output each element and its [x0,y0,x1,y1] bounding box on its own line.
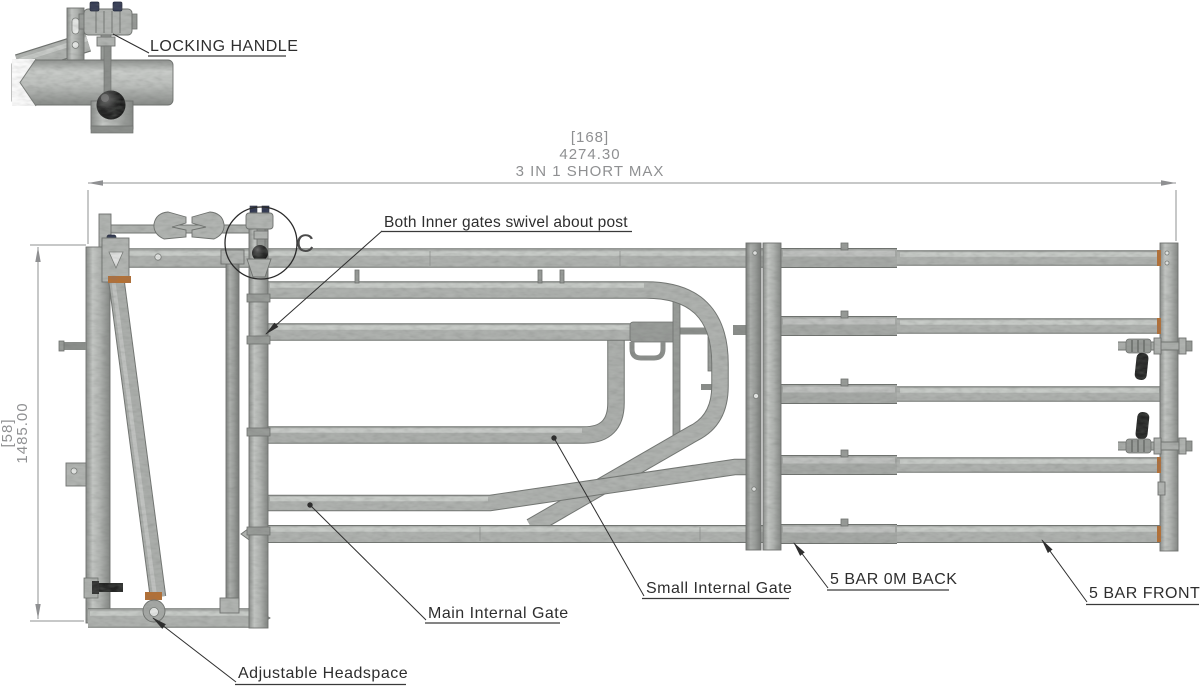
rail-pin [354,269,360,284]
inset-bolt [89,1,100,12]
rail-pin [537,269,543,284]
sleeve-tab [840,242,849,251]
latch-handle-black [1135,412,1150,440]
small-internal-gate [257,287,723,443]
right-post [1118,242,1192,552]
callout-swivel-note: Both Inner gates swivel about post [265,214,632,335]
clamp-bolt-black [97,583,123,592]
callouts: LOCKING HANDLE Both Inner gates swivel a… [112,33,1200,686]
inset-clamp-block [83,8,133,36]
sleeve-tab [840,378,849,387]
sleeve-tab [840,449,849,458]
headspace-brace [101,237,165,623]
five-bar-gate [733,242,1161,534]
locking-handle-inset [11,1,174,134]
rail-hole [154,253,162,261]
left-post [85,246,111,624]
dim-top-note: 3 IN 1 SHORT MAX [516,163,665,180]
detail-marker-letter: C [296,230,315,258]
dim-left-value: 1485.00 [14,402,31,463]
steel-assembly [58,205,1192,629]
sleeve-tab [840,518,849,527]
detail-circle-c: C [224,206,315,280]
callout-main-gate-text: Main Internal Gate [428,605,569,622]
double-post [745,242,782,551]
callout-swivel-text: Both Inner gates swivel about post [384,214,628,231]
inset-handle-ball [96,90,126,120]
middle-post-foot [219,597,240,614]
dim-left-reference: [58] [0,418,16,447]
callout-small-gate: Small Internal Gate [551,435,792,600]
latch-sleeve [629,321,679,343]
latch-upper [1118,337,1192,380]
latch-handle-black [1134,352,1149,380]
callout-five-bar-back: 5 BAR 0M BACK [793,542,957,591]
inset-cross-tube [11,59,174,106]
bottom-rail [240,526,1161,542]
dimension-left: 1485.00 [58] [0,244,86,622]
dim-top-reference: [168] [571,129,609,146]
callout-small-gate-text: Small Internal Gate [646,580,792,597]
callout-headspace-text: Adjustable Headspace [238,665,408,682]
latch-lower [1118,412,1192,455]
handle-ball [252,245,268,261]
callout-headspace: Adjustable Headspace [152,617,408,686]
main-internal-gate [257,269,757,527]
left-post-fittings [58,340,123,599]
callout-main-gate: Main Internal Gate [307,502,569,624]
callout-five-bar-front-text: 5 BAR FRONT [1089,585,1200,602]
middle-post [219,249,245,614]
top-rail [108,251,780,266]
latch-drop-rod [672,287,681,438]
sleeve-tab [840,310,849,319]
butterfly-clamp-left [153,211,187,240]
callout-five-bar-back-text: 5 BAR 0M BACK [830,571,957,588]
callout-locking-handle-text: LOCKING HANDLE [150,38,298,55]
callout-five-bar-front: 5 BAR FRONT [1041,539,1200,606]
rust-band-top [108,276,131,283]
bottom-left-rail [88,607,271,629]
rail-pin [559,269,565,284]
latch-hook [629,342,666,361]
dim-top-value: 4274.30 [559,146,620,163]
callout-locking-handle: LOCKING HANDLE [112,33,298,57]
butterfly-clamp-right [191,211,225,240]
five-bar-sleeves [780,242,897,534]
inset-bolt [112,1,123,12]
rust-band-bottom [145,592,162,600]
dimension-top: [168] 4274.30 3 IN 1 SHORT MAX [87,129,1177,244]
locking-handle-assembly [245,205,274,278]
pivot-post [245,205,274,629]
